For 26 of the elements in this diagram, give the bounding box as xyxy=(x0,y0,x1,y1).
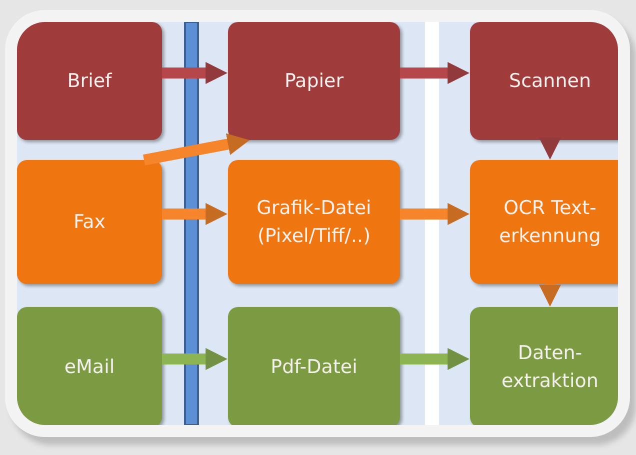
arrow xyxy=(400,203,470,225)
box-label: Daten-extraktion xyxy=(500,340,600,394)
box-label: Brief xyxy=(67,68,112,94)
arrow xyxy=(539,138,561,160)
box-label: Scannen xyxy=(509,68,591,94)
process-box xyxy=(17,22,162,140)
box-label: Grafik-Datei (Pixel/Tiff/..) xyxy=(256,196,372,249)
box-label: Pdf-Datei xyxy=(270,354,358,380)
process-box xyxy=(228,22,400,140)
process-box xyxy=(470,22,618,140)
arrow xyxy=(162,348,228,370)
box-label: Papier xyxy=(284,68,344,94)
process-box xyxy=(228,160,400,284)
arrow xyxy=(539,284,561,307)
arrow xyxy=(400,62,470,84)
box-label: Fax xyxy=(73,210,106,235)
arrow xyxy=(400,348,470,370)
arrow xyxy=(162,203,228,225)
process-box xyxy=(17,307,162,425)
arrow xyxy=(162,62,228,84)
box-label: eMail xyxy=(64,354,115,380)
process-box xyxy=(470,307,618,425)
process-box xyxy=(228,307,400,425)
box-label: OCR Text-erkennung xyxy=(498,196,602,249)
process-box xyxy=(470,160,618,284)
process-box xyxy=(17,160,162,284)
